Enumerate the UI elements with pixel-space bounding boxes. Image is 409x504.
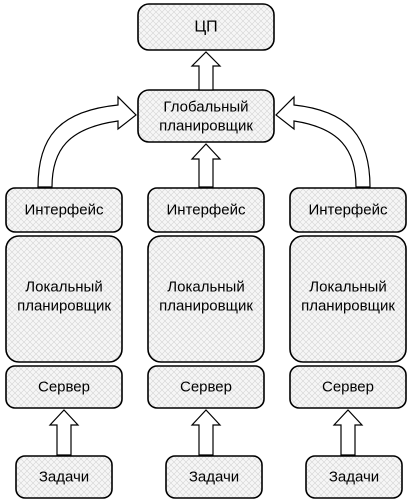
column-2: Интерфейс Локальный планировщик Сервер З… [147, 187, 265, 499]
global-scheduler-label-line1: Глобальный [163, 99, 248, 116]
local-scheduler-box [5, 235, 123, 363]
cpu-label: ЦП [194, 19, 217, 36]
tasks-label: Задачи [39, 469, 89, 486]
tasks-label: Задачи [329, 469, 379, 486]
curved-arrow-left-icon [37, 95, 137, 188]
interface-label: Интерфейс [308, 202, 388, 219]
tasks-box [165, 455, 263, 499]
column-1: Интерфейс Локальный планировщик Сервер З… [5, 187, 123, 499]
curved-arrow-right-icon [275, 95, 371, 188]
local-scheduler-label-line1: Локальный [309, 279, 386, 296]
tasks-box [305, 455, 403, 499]
arrow-up-icon [190, 143, 222, 188]
column-3: Интерфейс Локальный планировщик Сервер З… [289, 187, 407, 499]
tasks-box [15, 455, 113, 499]
arrow-up-icon [190, 409, 222, 456]
local-scheduler-box [289, 235, 407, 363]
tasks-label: Задачи [189, 469, 239, 486]
arrow-up-icon [190, 51, 222, 91]
local-scheduler-box [147, 235, 265, 363]
server-box [147, 365, 265, 409]
local-scheduler-label-line2: планировщик [159, 298, 253, 315]
local-scheduler-label-line1: Локальный [25, 279, 102, 296]
arrow-up-icon [332, 409, 364, 456]
local-scheduler-label-line1: Локальный [167, 279, 244, 296]
server-label: Сервер [180, 379, 232, 396]
local-scheduler-label-line2: планировщик [17, 298, 111, 315]
interface-label: Интерфейс [166, 202, 246, 219]
interface-label: Интерфейс [24, 202, 104, 219]
server-box [289, 365, 407, 409]
interface-box [289, 187, 407, 233]
local-scheduler-label-line2: планировщик [301, 298, 395, 315]
interface-box [147, 187, 265, 233]
interface-box [5, 187, 123, 233]
server-label: Сервер [38, 379, 90, 396]
server-box [5, 365, 123, 409]
cpu-box [137, 3, 275, 51]
server-label: Сервер [322, 379, 374, 396]
arrow-up-icon [48, 409, 80, 456]
global-scheduler-label-line2: планировщик [159, 118, 253, 135]
